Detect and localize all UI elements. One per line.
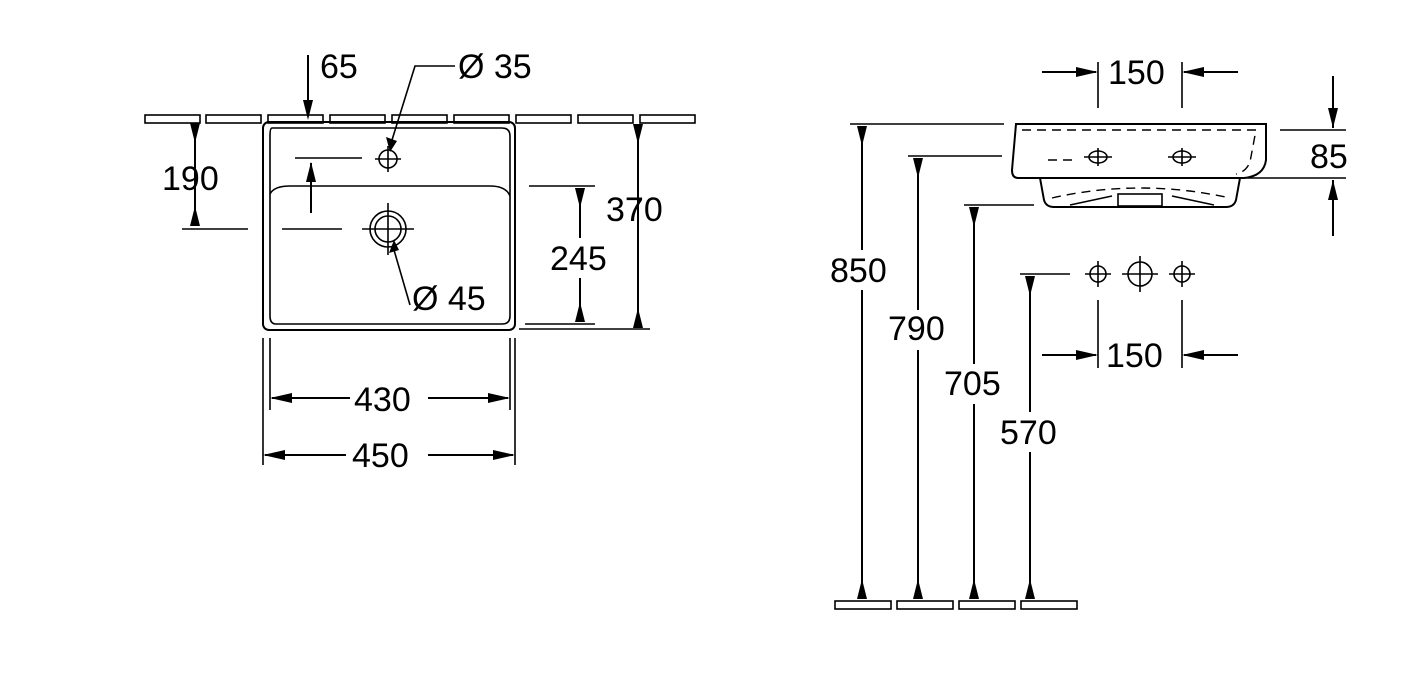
inner-width-label: 430 — [354, 381, 411, 419]
connection-right — [1169, 261, 1195, 287]
bowl-bottom-height-label: 705 — [944, 365, 1001, 403]
connection-left — [1085, 261, 1111, 287]
depth-label: 370 — [606, 191, 663, 229]
wall-tiles-top — [144, 114, 696, 124]
basin-side-profile — [1010, 123, 1267, 208]
tap-offset-label: 65 — [320, 48, 358, 86]
side-view: 150 85 850 790 — [828, 54, 1348, 610]
underside-height-label: 790 — [888, 310, 945, 348]
outer-width-label: 450 — [352, 437, 409, 475]
connection-center — [1122, 256, 1158, 292]
floor-tiles — [834, 600, 1078, 610]
tap-hole-label: Ø 35 — [458, 48, 532, 86]
waste-hole-label: Ø 45 — [412, 280, 486, 318]
rim-height-label: 850 — [830, 252, 887, 290]
basin-height-label: 85 — [1310, 138, 1348, 176]
connection-height-label: 570 — [1000, 414, 1057, 452]
top-view: 65 Ø 35 190 370 245 Ø 45 — [144, 48, 696, 475]
tap-from-wall-label: 190 — [162, 160, 219, 198]
connection-spacing-label: 150 — [1106, 337, 1163, 375]
basin-top-outline — [262, 121, 516, 331]
connection-points — [1020, 256, 1195, 292]
tap-hole — [375, 146, 401, 172]
side-tap-hole-left — [1084, 148, 1112, 166]
waste-from-front-label: 245 — [550, 240, 607, 278]
tap-spacing-top-label: 150 — [1108, 54, 1165, 92]
side-tap-hole-right — [1168, 148, 1196, 166]
waste-outlet — [362, 203, 414, 255]
